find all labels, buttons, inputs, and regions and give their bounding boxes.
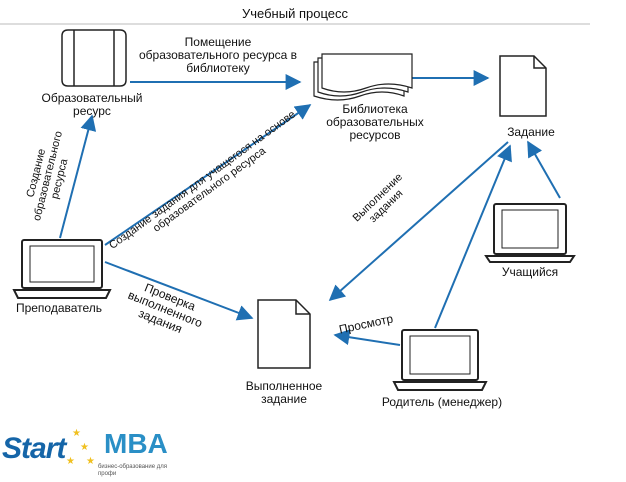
arrow-view	[333, 329, 401, 346]
label-student: Учащийся	[501, 265, 559, 279]
star-icon: ★	[72, 428, 81, 439]
star-icon: ★	[80, 442, 89, 453]
star-icon: ★	[86, 456, 95, 467]
arrow-create-resource	[59, 114, 97, 239]
edge-label-put-in-library: Помещение образовательного ресурса в биб…	[138, 35, 298, 75]
arrow-parent-to-task	[434, 144, 512, 329]
logo-tagline: бизнес-образование для профи	[98, 464, 167, 477]
arrow-student-to-task	[527, 140, 561, 199]
startmba-logo: Start ★ ★ ★ ★ MBA бизнес-образование для…	[2, 424, 202, 482]
teacher-monitor-icon	[12, 239, 112, 299]
library-docs-icon	[313, 53, 413, 101]
label-resource: Образовательный ресурс	[41, 91, 143, 118]
label-teacher: Преподаватель	[15, 301, 103, 315]
completed-document-icon	[257, 299, 311, 369]
scroll-icon	[61, 29, 127, 87]
star-icon: ★	[66, 456, 75, 467]
parent-monitor-icon	[392, 329, 488, 391]
label-parent: Родитель (менеджер)	[381, 395, 503, 409]
arrow-create-task	[104, 104, 312, 246]
logo-start-text: Start	[2, 432, 66, 465]
student-monitor-icon	[484, 203, 576, 263]
task-document-icon	[499, 55, 547, 117]
arrow-check	[104, 261, 254, 321]
arrow-execute	[328, 141, 509, 302]
label-library: Библиотека образовательных ресурсов	[326, 102, 424, 142]
logo-mba-text: MBA	[104, 428, 168, 459]
label-task: Задание	[507, 125, 555, 139]
label-completed: Выполненное задание	[245, 379, 323, 406]
diagram-title: Учебный процесс	[242, 6, 348, 21]
